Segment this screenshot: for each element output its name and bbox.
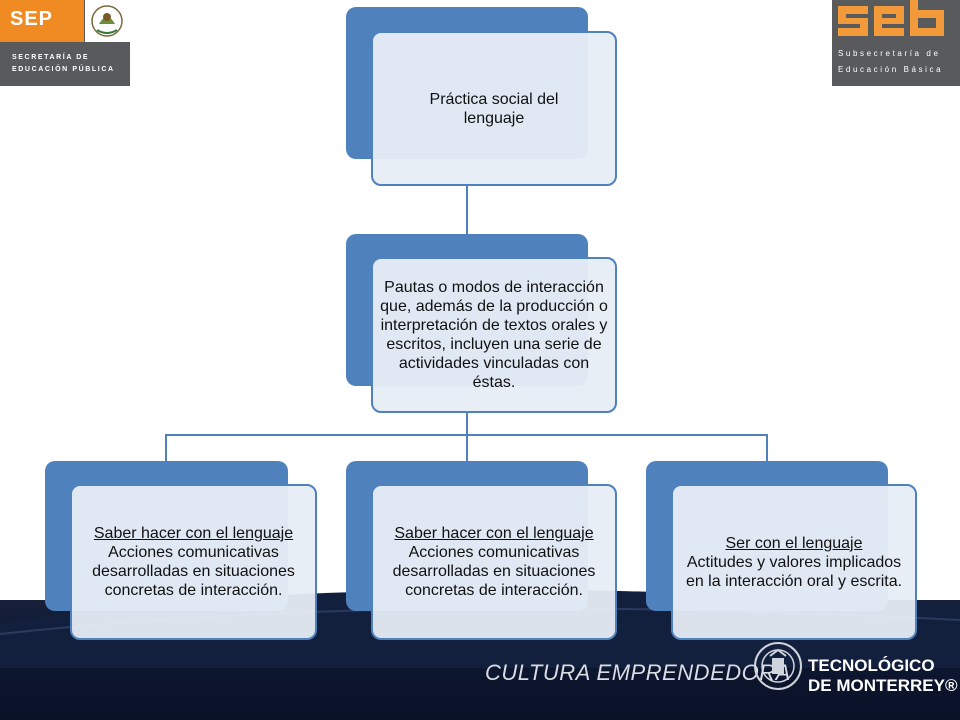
seb-logo: Subsecretaría de Educación Básica xyxy=(832,0,960,86)
sep-line-2: EDUCACIÓN PÚBLICA xyxy=(12,66,115,73)
tec-line-2: DE MONTERREY® xyxy=(808,676,958,695)
child-node-2: Saber hacer con el lenguaje Acciones com… xyxy=(371,484,617,640)
sep-logo: SEP SECRETARÍA DE EDUCACIÓN PÚBLICA xyxy=(0,0,130,86)
child-node-1: Saber hacer con el lenguaje Acciones com… xyxy=(70,484,317,640)
tec-line-1: TECNOLÓGICO xyxy=(808,656,935,675)
child-node-2-body: Acciones comunicativas desarrolladas en … xyxy=(392,544,596,599)
child-node-3-body: Actitudes y valores implicados en la int… xyxy=(685,553,903,590)
seb-line-1: Subsecretaría de xyxy=(838,49,941,58)
definition-node-text: Pautas o modos de interacción que, ademá… xyxy=(380,279,608,391)
root-node-text: Práctica social del lenguaje xyxy=(429,90,559,127)
root-node: Práctica social del lenguaje xyxy=(371,31,617,186)
tec-monterrey-logo: TECNOLÓGICO DE MONTERREY® xyxy=(808,656,957,696)
child-node-1-title: Saber hacer con el lenguaje xyxy=(93,525,294,542)
seb-line-2: Educación Básica xyxy=(838,65,944,74)
connector-to-child-2 xyxy=(466,434,468,462)
connector-definition-down xyxy=(466,412,468,436)
tec-seal-icon xyxy=(754,642,802,690)
child-node-3-title: Ser con el lenguaje xyxy=(725,534,863,552)
seb-subtitle: Subsecretaría de Educación Básica xyxy=(838,46,943,78)
child-node-1-body: Acciones comunicativas desarrolladas en … xyxy=(92,544,295,599)
child-node-3: Ser con el lenguaje Actitudes y valores … xyxy=(671,484,917,640)
cultura-emprendedora-slogan: CULTURA EMPRENDEDORA xyxy=(485,660,791,685)
mexico-seal-icon xyxy=(85,0,130,42)
sep-orange-block: SEP xyxy=(0,0,84,42)
child-node-1-text: Saber hacer con el lenguaje Acciones com… xyxy=(81,524,307,600)
child-node-2-text: Saber hacer con el lenguaje Acciones com… xyxy=(381,524,607,600)
definition-node: Pautas o modos de interacción que, ademá… xyxy=(371,257,617,413)
sep-subtitle: SECRETARÍA DE EDUCACIÓN PÚBLICA xyxy=(12,52,115,76)
seb-letters-icon xyxy=(832,0,960,40)
connector-to-child-3 xyxy=(766,434,768,462)
sep-line-1: SECRETARÍA DE xyxy=(12,54,90,61)
connector-to-child-1 xyxy=(165,434,167,462)
child-node-3-text: Ser con el lenguaje Actitudes y valores … xyxy=(680,534,908,591)
connector-root-to-definition xyxy=(466,185,468,235)
child-node-2-title: Saber hacer con el lenguaje xyxy=(394,525,594,542)
sep-acronym: SEP xyxy=(10,8,54,30)
